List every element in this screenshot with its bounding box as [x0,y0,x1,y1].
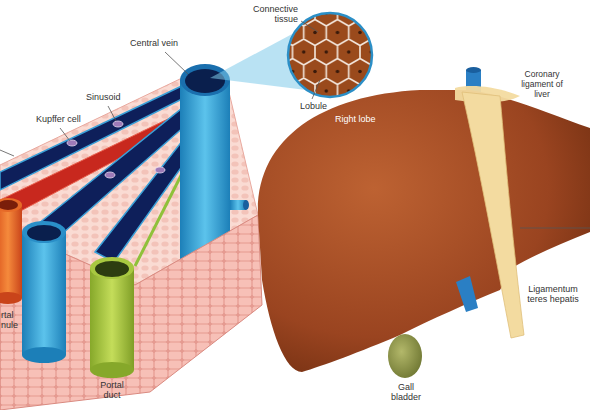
tissue-block [155,167,165,173]
leader-line [60,128,70,141]
organ-label: Gall bladder [385,382,427,403]
tissue-block [0,64,262,410]
structure-label: Sinusoid [86,92,136,102]
leader-line [108,106,116,121]
tissue-block [22,221,66,243]
cropped-label: rtal nule [1,310,22,331]
tissue-block [67,140,77,146]
leader-line [0,150,14,156]
tissue-block [90,257,134,279]
structure-label: Kupffer cell [36,114,98,124]
lobe-label: Right lobe [335,114,395,124]
tissue-block [0,215,262,410]
tissue-block [0,205,22,298]
tissue-block [22,347,66,363]
tissue-block [0,198,22,212]
tissue-block [27,225,61,241]
liver-organ [456,276,478,312]
tissue-block [180,64,230,96]
tissue-block [90,268,134,370]
tissue-block [105,172,115,178]
structure-label: Lobule [300,101,340,111]
leader-line [312,80,320,99]
lobule-magnifier [210,5,380,105]
ligament-label: Coronary ligament of liver [518,70,566,99]
liver-organ [258,90,590,372]
structure-label: Portal duct [93,380,131,401]
liver-organ [388,334,422,378]
tissue-block [113,121,123,127]
tissue-block [22,232,66,355]
lobule-magnifier [288,13,372,97]
liver-organ [258,67,590,378]
tissue-block [0,292,22,304]
structure-label: Connective tissue [246,4,298,25]
leader-line [520,228,590,229]
tissue-block [243,200,249,210]
tissue-block [0,200,18,210]
leader-line [301,21,318,32]
leader-line [0,21,590,228]
tissue-block [90,362,134,378]
tissue-block [185,69,225,93]
ligament-label: Ligamentum teres hepatis [524,284,582,305]
structure-label: Central vein [130,38,200,48]
leader-line [165,52,188,74]
tissue-block [95,261,129,277]
liver-organ [466,67,481,73]
